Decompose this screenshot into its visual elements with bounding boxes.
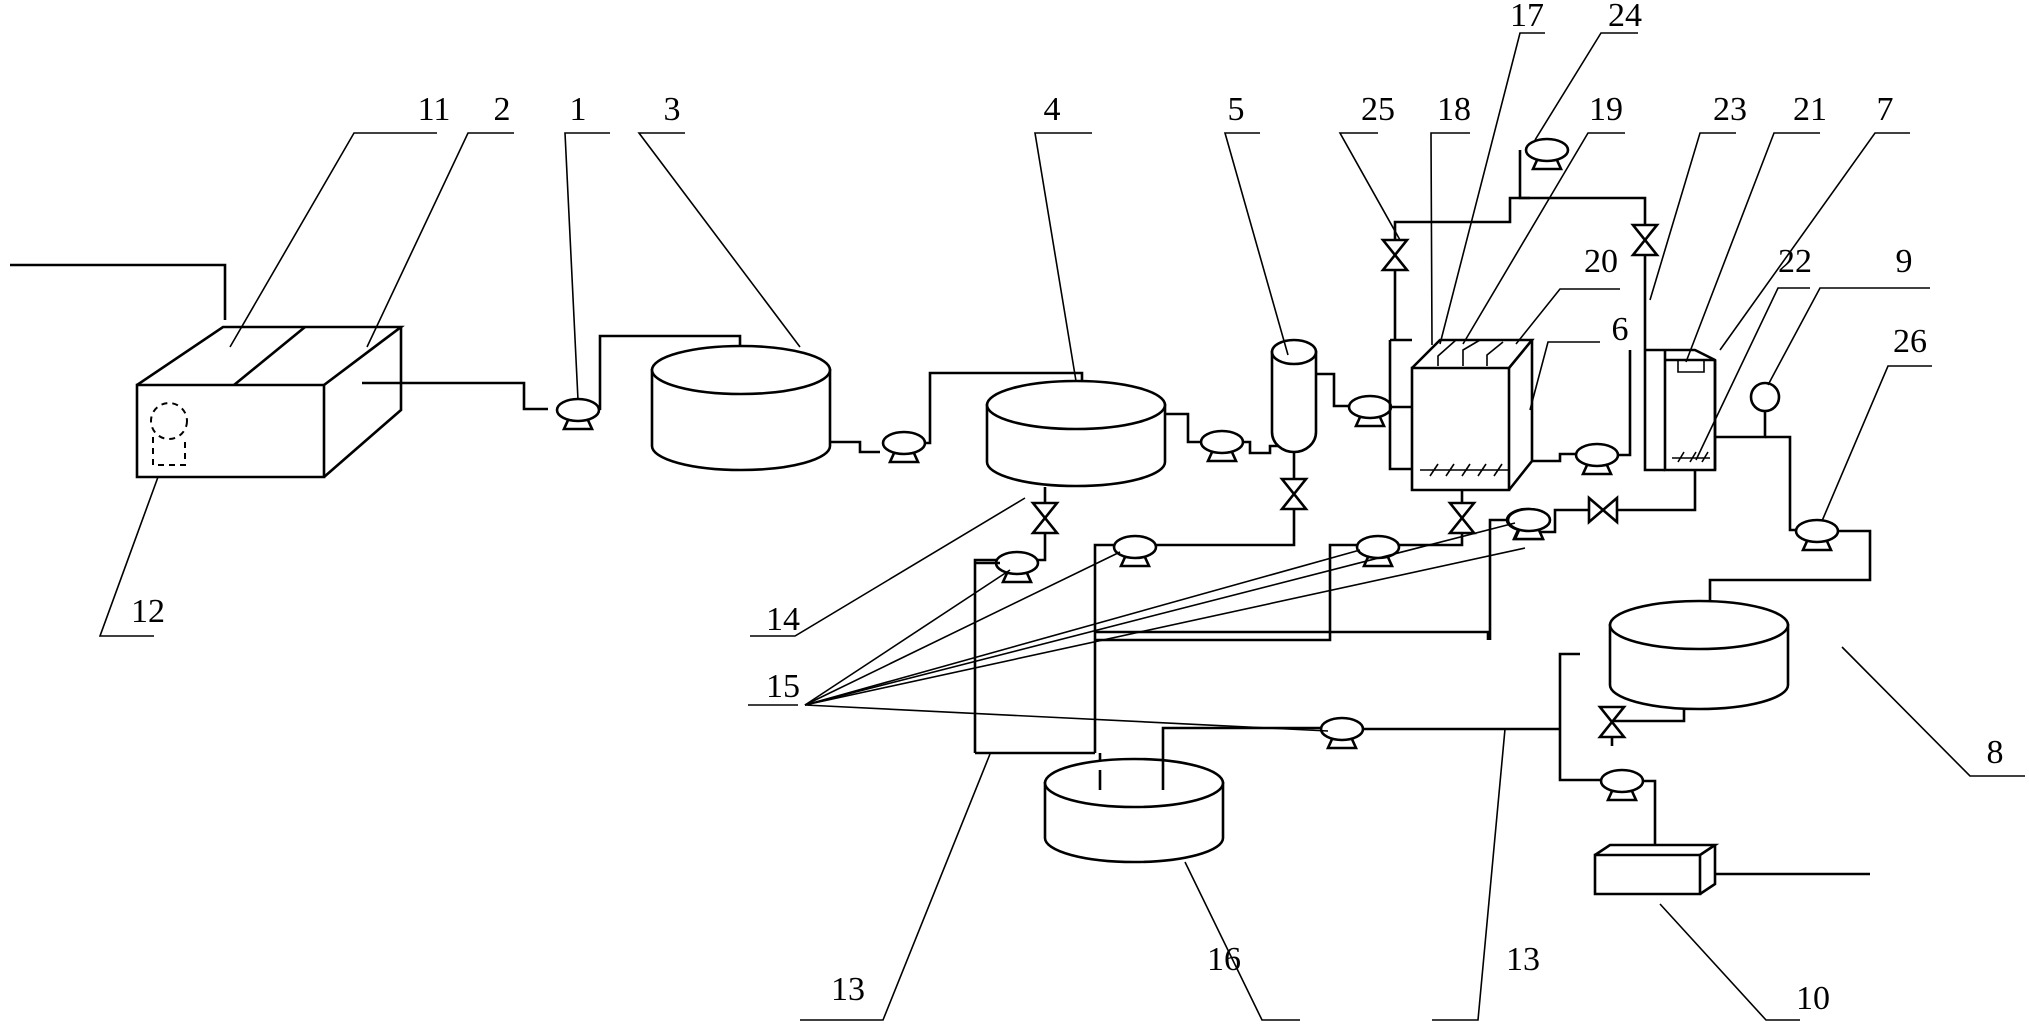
tank-16	[1043, 757, 1225, 864]
label-17: 17	[1510, 0, 1544, 34]
pump-13-icon	[1319, 716, 1365, 750]
label-22: 22	[1778, 243, 1812, 280]
labels: 11 2 1 3 4 5 17 24 25 18 19 23 21 7 20 6…	[131, 0, 2004, 1017]
label-24: 24	[1608, 0, 1642, 34]
label-9: 9	[1896, 243, 1913, 280]
label-6: 6	[1612, 311, 1629, 348]
label-13-left: 13	[831, 971, 865, 1008]
pump-4-5-icon	[1199, 429, 1245, 463]
label-7: 7	[1877, 91, 1894, 128]
pump-26-icon	[1794, 518, 1840, 552]
valve-7-return-icon	[1587, 496, 1619, 524]
tank-4	[985, 379, 1167, 488]
label-4: 4	[1044, 91, 1061, 128]
tank-3	[650, 344, 832, 472]
pump-3-4-icon	[881, 430, 927, 464]
label-13-right: 13	[1506, 941, 1540, 978]
label-15: 15	[766, 668, 800, 705]
column-5	[1270, 338, 1318, 454]
label-11: 11	[418, 91, 451, 128]
label-20: 20	[1584, 243, 1618, 280]
pump-15a-icon	[994, 550, 1040, 584]
valve-25-icon	[1381, 238, 1409, 272]
valve-14-icon	[1031, 501, 1059, 535]
aerator-hatch	[1420, 463, 1510, 477]
pump-1-icon	[555, 397, 601, 431]
label-10: 10	[1796, 980, 1830, 1017]
label-23: 23	[1713, 91, 1747, 128]
pump-8-10-icon	[1599, 768, 1645, 802]
label-5: 5	[1228, 91, 1245, 128]
label-14: 14	[766, 601, 800, 638]
label-16: 16	[1207, 941, 1241, 978]
leader-lines	[98, 32, 2025, 1021]
label-1: 1	[570, 91, 587, 128]
pump-24-icon	[1524, 137, 1570, 171]
label-3: 3	[664, 91, 681, 128]
label-19: 19	[1589, 91, 1623, 128]
label-21: 21	[1793, 91, 1827, 128]
valve-5-icon	[1280, 477, 1308, 511]
feed-tank-box	[10, 263, 405, 479]
label-8: 8	[1987, 734, 2004, 771]
label-2: 2	[494, 91, 511, 128]
pump-6-7-icon	[1574, 442, 1620, 476]
pump-5-6-icon	[1347, 394, 1393, 428]
reactor-6	[1388, 338, 1535, 492]
label-18: 18	[1437, 91, 1471, 128]
gauge-9-icon	[1749, 381, 1781, 413]
valve-23-icon	[1631, 223, 1659, 257]
label-25: 25	[1361, 91, 1395, 128]
label-26: 26	[1893, 323, 1927, 360]
sensor-dashed	[150, 402, 188, 466]
label-12: 12	[131, 593, 165, 630]
outlet-box-10	[1593, 843, 1720, 896]
unit-7	[1643, 348, 1717, 472]
pump-15b-icon	[1112, 534, 1158, 568]
valve-6-drain-icon	[1448, 501, 1476, 535]
tank-8	[1608, 599, 1790, 711]
